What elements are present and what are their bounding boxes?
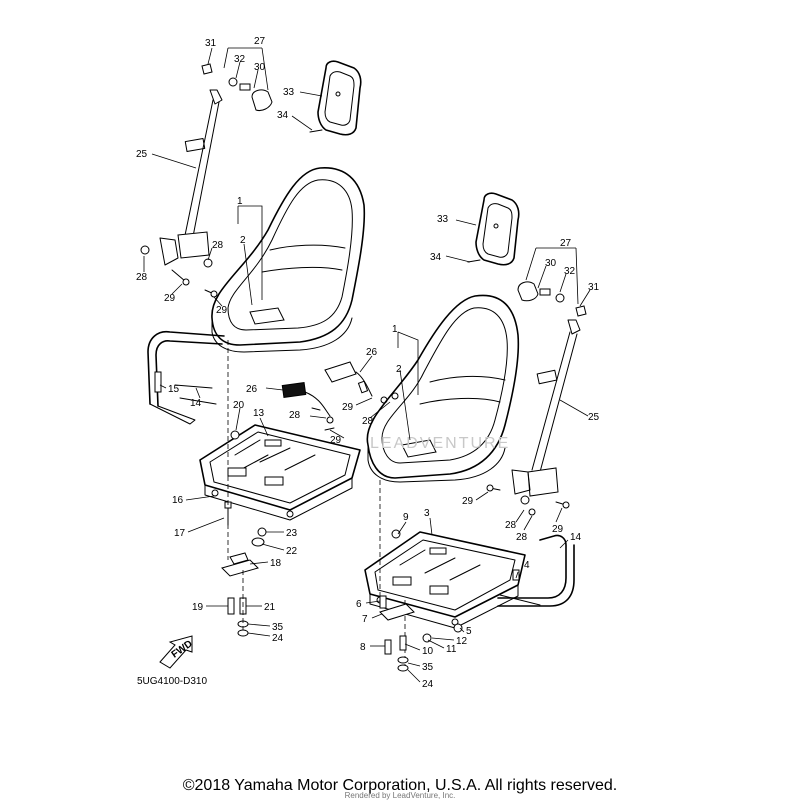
callout-23: 23	[286, 528, 298, 539]
right-hardware	[379, 480, 520, 672]
callout-4: 4	[524, 560, 530, 571]
right-headrest	[467, 192, 520, 266]
callout-8: 8	[360, 642, 366, 653]
callout-29c: 29	[342, 402, 354, 413]
callout-5: 5	[466, 626, 472, 637]
callout-25b: 25	[588, 412, 600, 423]
callout-28b: 28	[136, 272, 148, 283]
callout-30a: 30	[254, 62, 266, 73]
callout-24a: 24	[272, 633, 284, 644]
diagram-code: 5UG4100-D310	[137, 676, 208, 687]
callout-15: 15	[168, 384, 180, 395]
fwd-arrow: FWD	[159, 635, 195, 669]
callout-17: 17	[174, 528, 186, 539]
right-anchor-parts	[517, 281, 587, 317]
callout-16: 16	[172, 495, 184, 506]
callout-12: 12	[456, 636, 468, 647]
callout-14b: 14	[570, 532, 582, 543]
callout-9: 9	[403, 512, 409, 523]
callout-26a: 26	[366, 347, 378, 358]
callout-28c: 28	[362, 416, 374, 427]
callout-28d: 28	[289, 410, 301, 421]
callout-3: 3	[424, 508, 430, 519]
right-grab-bar	[497, 534, 575, 607]
callout-26b: 26	[246, 384, 258, 395]
left-anchor-parts	[201, 63, 273, 111]
callout-2a: 2	[240, 235, 246, 246]
callout-27a: 27	[254, 36, 266, 47]
callout-30b: 30	[545, 258, 557, 269]
callout-18: 18	[270, 558, 282, 569]
callout-13: 13	[253, 408, 265, 419]
callout-labels: 31 27 32 30 33 34 25 1 2 28 28 29 29 15 …	[136, 36, 600, 690]
callout-29d: 29	[330, 435, 342, 446]
callout-27b: 27	[560, 238, 572, 249]
callout-29e: 29	[462, 496, 474, 507]
callout-11: 11	[446, 644, 457, 655]
callout-32a: 32	[234, 54, 246, 65]
callout-2b: 2	[396, 364, 402, 375]
render-credit: Rendered by LeadVenture, Inc.	[344, 791, 456, 800]
center-buckles	[281, 361, 399, 431]
left-grab-bar	[147, 330, 225, 425]
left-headrest	[309, 60, 362, 136]
callout-22: 22	[286, 546, 298, 557]
callout-leaders	[143, 47, 591, 683]
callout-10: 10	[422, 646, 434, 657]
callout-25a: 25	[136, 149, 148, 160]
callout-28e: 28	[505, 520, 517, 531]
callout-20: 20	[233, 400, 245, 411]
watermark-text: LEADVENTURE	[370, 435, 510, 452]
callout-31b: 31	[588, 282, 600, 293]
callout-32b: 32	[564, 266, 576, 277]
callout-29b: 29	[216, 305, 228, 316]
callout-24b: 24	[422, 679, 434, 690]
callout-14a: 14	[190, 398, 202, 409]
callout-34a: 34	[277, 110, 289, 121]
callout-28f: 28	[516, 532, 528, 543]
left-seat	[211, 167, 366, 353]
left-seat-belt	[140, 89, 223, 298]
callout-1a: 1	[237, 196, 243, 207]
callout-31a: 31	[205, 38, 217, 49]
callout-33a: 33	[283, 87, 295, 98]
callout-1b: 1	[392, 324, 398, 335]
left-hardware	[221, 340, 267, 637]
left-seat-frame	[199, 424, 361, 521]
callout-35b: 35	[422, 662, 434, 673]
copyright-notice: ©2018 Yamaha Motor Corporation, U.S.A. A…	[182, 777, 618, 794]
callout-29f: 29	[552, 524, 564, 535]
callout-35a: 35	[272, 622, 284, 633]
right-seat	[366, 294, 520, 483]
callout-7: 7	[362, 614, 368, 625]
callout-21: 21	[264, 602, 276, 613]
callout-29a: 29	[164, 293, 176, 304]
callout-6: 6	[356, 599, 362, 610]
callout-19: 19	[192, 602, 204, 613]
callout-28a: 28	[212, 240, 224, 251]
callout-34b: 34	[430, 252, 442, 263]
right-seat-belt	[486, 319, 581, 516]
callout-33b: 33	[437, 214, 449, 225]
